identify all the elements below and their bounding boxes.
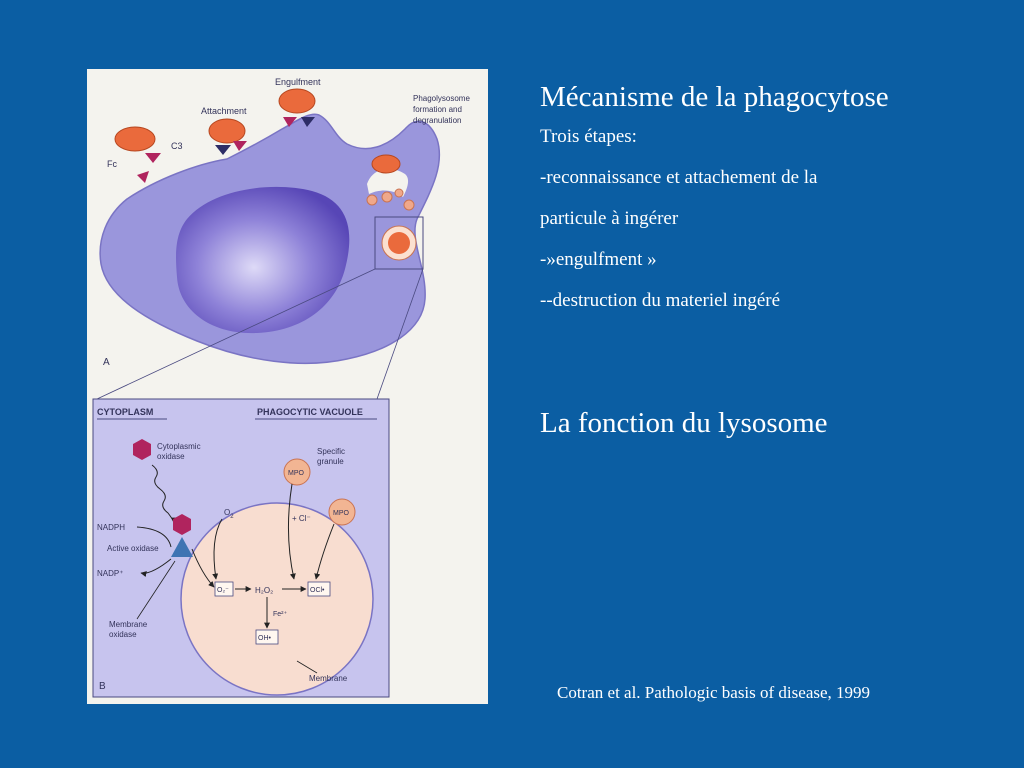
header-cytoplasm: CYTOPLASM [97, 407, 153, 417]
particle-attachment [208, 118, 246, 144]
phagolysosome-particle [388, 232, 410, 254]
receptor-attach-1 [215, 145, 231, 155]
label-cl: + Cl⁻ [292, 514, 311, 523]
phagocytosis-figure: Engulfment Attachment C3 Fc Phagolysosom… [87, 69, 488, 704]
header-vacuole: PHAGOCYTIC VACUOLE [257, 407, 363, 417]
label-o2: O2 [224, 508, 234, 520]
oh-box [255, 629, 279, 645]
active-oxidase-hex [173, 514, 191, 535]
receptor-c3 [145, 153, 161, 163]
label-cytoplasmic-oxidase-1: Cytoplasmic [157, 442, 201, 451]
slide-line-1: Trois étapes: [540, 126, 637, 147]
panel-b-letter: B [99, 681, 106, 692]
arrow-oxidase-to-superoxide [191, 548, 215, 588]
cytoplasmic-oxidase-hex [133, 439, 151, 460]
phagocytosis-diagram: Engulfment Attachment C3 Fc Phagolysosom… [87, 69, 488, 698]
receptor-engulf-1 [283, 117, 297, 127]
receptor-engulf-2 [301, 117, 315, 127]
o2-radical-box [214, 581, 234, 597]
label-active-oxidase: Active oxidase [107, 544, 159, 553]
receptors [137, 117, 315, 183]
panel-b: CYTOPLASM PHAGOCYTIC VACUOLE Cytoplasmic… [92, 398, 390, 698]
label-phagolysosome-1: Phagolysosome [413, 94, 470, 103]
particle-engulfment [278, 88, 316, 114]
label-c3: C3 [171, 141, 183, 151]
label-nadp: NADP⁺ [97, 569, 123, 578]
slide-line-3: particule à ingérer [540, 208, 679, 229]
label-ocl: OCl• [310, 587, 325, 594]
label-o2-radical: O₂⁻ [217, 587, 229, 594]
label-cytoplasmic-oxidase-2: oxidase [157, 452, 185, 461]
slide-line-2: -reconnaissance et attachement de la [540, 167, 818, 188]
label-mpo-2: MPO [333, 510, 350, 517]
slide-subtitle: La fonction du lysosome [540, 407, 828, 439]
oxidase-translocation-arrow [151, 464, 177, 524]
label-fc: Fc [107, 159, 117, 169]
label-mpo-1: MPO [288, 470, 305, 477]
particle-phagolysosome [371, 154, 401, 174]
slide-text-block: Mécanisme de la phagocytose Trois étapes… [540, 80, 1010, 331]
nadp-arrow [140, 558, 172, 577]
membrane-leader [296, 660, 318, 674]
zoom-line-right [376, 268, 424, 400]
membrane-oxidase-leader [136, 560, 176, 620]
label-membrane-oxidase-2: oxidase [109, 630, 137, 639]
slide-citation: Cotran et al. Pathologic basis of diseas… [557, 683, 871, 702]
label-engulfment: Engulfment [275, 77, 321, 87]
label-phagolysosome-3: degranulation [413, 116, 461, 125]
mpo-granule-2 [328, 498, 356, 526]
mpo-granule-1 [283, 458, 311, 486]
receptor-attach-2 [233, 141, 247, 151]
arrow-o2-to-superoxide [212, 518, 223, 580]
nucleus [176, 186, 350, 334]
particle-fc [114, 126, 156, 152]
particles [114, 88, 401, 174]
label-membrane: Membrane [309, 674, 348, 683]
label-membrane-oxidase-1: Membrane [109, 620, 148, 629]
arrow-mpo2-to-reaction [314, 523, 335, 580]
ocl-box [307, 581, 331, 597]
panel-a: Engulfment Attachment C3 Fc Phagolysosom… [87, 69, 488, 400]
label-attachment: Attachment [201, 106, 247, 116]
slide-line-4: -»engulfment » [540, 249, 657, 270]
panel-a-letter: A [103, 357, 110, 368]
label-phagolysosome-2: formation and [413, 105, 462, 114]
label-specific-granule-1: Specific [317, 447, 345, 456]
zoom-line-left [96, 268, 376, 400]
label-nadph: NADPH [97, 523, 125, 532]
label-oh: OH• [258, 635, 272, 642]
phagolysosome-box [374, 216, 424, 270]
label-h2o2: H₂O₂ [255, 586, 273, 595]
nadph-arrow [136, 526, 172, 548]
phagocytic-vacuole [180, 502, 374, 696]
slide-title: Mécanisme de la phagocytose [540, 81, 889, 113]
arrow-mpo1-to-reaction [287, 483, 296, 580]
label-specific-granule-2: granule [317, 457, 344, 466]
slide-line-5: --destruction du materiel ingéré [540, 290, 781, 311]
label-fe: Fe²⁺ [273, 611, 288, 618]
receptor-fc [137, 171, 149, 183]
lysosomes [366, 188, 415, 211]
membrane-oxidase-triangle [171, 537, 193, 557]
